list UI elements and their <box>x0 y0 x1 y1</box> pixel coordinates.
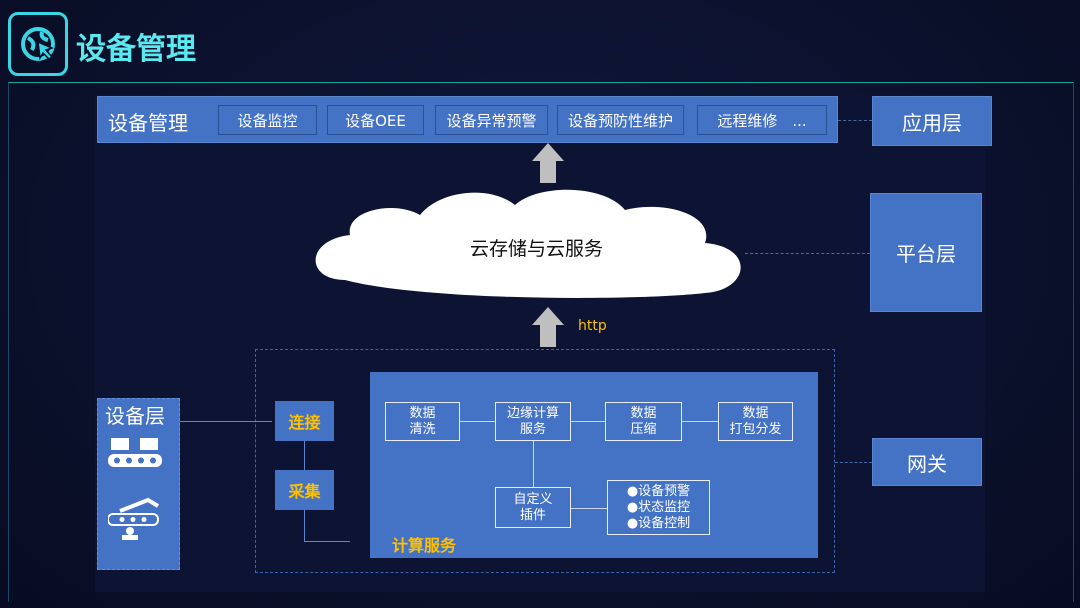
gateway-layer: 网关 <box>872 438 982 486</box>
step-line: 打包分发 <box>729 421 782 437</box>
frame <box>8 82 1074 602</box>
step-line: 自定义 <box>513 491 553 507</box>
connector <box>682 421 718 422</box>
device-layer-label: 设备层 <box>105 404 165 428</box>
app-item-monitor[interactable]: 设备监控 <box>218 105 317 135</box>
connector <box>571 421 605 422</box>
connect-step: 连接 <box>275 401 334 441</box>
connector <box>460 421 495 422</box>
compute-service-box <box>370 372 818 558</box>
connector <box>838 120 872 121</box>
conveyor-icon <box>108 438 162 467</box>
application-layer: 应用层 <box>872 96 992 146</box>
up-arrow-icon <box>532 307 564 347</box>
connector <box>571 508 607 509</box>
step-line: 数据 <box>742 405 769 421</box>
connector <box>304 510 305 541</box>
up-arrow-icon <box>532 143 564 183</box>
cloud-label: 云存储与云服务 <box>470 238 604 260</box>
step-line: 插件 <box>519 507 546 523</box>
protocol-label: http <box>578 318 607 334</box>
app-item-remote[interactable]: 远程维修 ... <box>697 105 827 135</box>
function-item: ●设备控制 <box>626 515 691 531</box>
connector <box>180 421 272 422</box>
app-bar-label: 设备管理 <box>108 111 188 135</box>
platform-layer: 平台层 <box>870 193 982 312</box>
device-layer <box>97 398 180 570</box>
page-title: 设备管理 <box>76 32 196 67</box>
application-bar <box>97 96 838 143</box>
plugin-functions: ●设备预警●状态监控●设备控制 <box>607 480 710 535</box>
globe-cursor-icon <box>8 12 68 76</box>
step-line: 边缘计算 <box>506 405 559 421</box>
step-line: 数据 <box>630 405 657 421</box>
function-item: ●状态监控 <box>626 499 691 515</box>
step-edge-computing: 边缘计算服务 <box>495 402 571 441</box>
gateway-boundary <box>255 349 835 573</box>
step-line: 数据 <box>409 405 436 421</box>
app-item-alert[interactable]: 设备异常预警 <box>435 105 548 135</box>
step-line: 服务 <box>519 421 546 437</box>
step-data-compression: 数据压缩 <box>605 402 682 441</box>
custom-plugin: 自定义插件 <box>495 487 571 528</box>
step-data-cleaning: 数据清洗 <box>385 402 460 441</box>
connector <box>304 441 305 470</box>
robot-arm-icon <box>108 497 160 540</box>
cloud-shape <box>315 189 741 298</box>
collect-step: 采集 <box>275 470 334 510</box>
app-item-maintenance[interactable]: 设备预防性维护 <box>557 105 684 135</box>
step-data-distribution: 数据打包分发 <box>718 402 793 441</box>
connector <box>745 253 870 254</box>
connector <box>835 462 872 463</box>
step-line: 压缩 <box>630 421 657 437</box>
app-item-oee[interactable]: 设备OEE <box>327 105 424 135</box>
connector <box>304 541 350 542</box>
function-item: ●设备预警 <box>626 483 691 499</box>
connector <box>533 441 534 487</box>
compute-service-label: 计算服务 <box>392 536 457 555</box>
step-line: 清洗 <box>409 421 436 437</box>
